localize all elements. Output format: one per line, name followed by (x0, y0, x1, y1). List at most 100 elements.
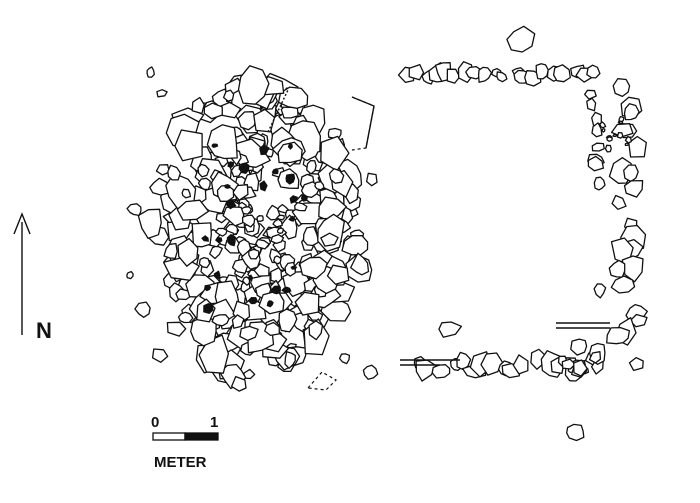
wall-stone-east (623, 103, 640, 121)
stone (181, 188, 192, 199)
stone-outlier (308, 320, 324, 341)
stone (265, 204, 281, 221)
wall-stone-north (586, 64, 601, 79)
scale-segment-white (152, 432, 186, 441)
pebble (599, 121, 607, 129)
stone (222, 206, 245, 227)
scale-segment-black (184, 432, 219, 441)
pebble (604, 144, 612, 153)
wall-stone-east-inner (591, 142, 605, 152)
stone-shaded (287, 143, 293, 150)
stone-outlier (151, 348, 169, 363)
stone (277, 86, 309, 109)
wall-stone-north (535, 63, 549, 80)
outline-stone-large (351, 96, 375, 149)
stone-shaded (271, 168, 279, 175)
stone (198, 256, 211, 269)
stone (248, 248, 260, 260)
wall-stone-south (512, 354, 529, 375)
stone-shaded (281, 286, 292, 294)
stone (264, 321, 280, 337)
stone (239, 325, 259, 342)
stone (231, 314, 245, 329)
stone-outlier (362, 364, 379, 380)
stone-outlier (126, 270, 134, 280)
stone (222, 89, 235, 102)
stone (276, 203, 290, 214)
wall-stone-detached (506, 25, 536, 53)
stone (243, 368, 256, 380)
stone (314, 181, 325, 191)
stone-shaded (259, 144, 270, 156)
stone-shaded (289, 195, 299, 204)
stone (299, 256, 328, 280)
dashed-outline-south (306, 371, 337, 391)
stone (273, 255, 282, 265)
stone (203, 102, 223, 120)
wall-stone-east-inner (584, 89, 597, 100)
stone (241, 214, 256, 228)
wall-stone-north (496, 71, 508, 83)
pebble (606, 136, 613, 142)
stone-shaded (259, 180, 268, 192)
stone-shaded (238, 162, 250, 175)
stone (278, 308, 298, 333)
stone (211, 314, 230, 327)
scale-bar: 0 1 METER (151, 414, 219, 471)
pebble (624, 142, 629, 147)
pebble (618, 120, 623, 125)
stone-outlier (365, 172, 378, 187)
stone (328, 168, 345, 184)
wall-stone-east (612, 78, 631, 98)
linear-features (267, 89, 610, 391)
wall-stone-east-inner (586, 97, 597, 112)
wall-stone-east-inner (593, 176, 606, 191)
stone (206, 124, 238, 160)
stone (294, 291, 320, 316)
north-label: N (36, 318, 52, 343)
stone-outlier (126, 203, 142, 217)
stone (341, 235, 369, 256)
stone-outlier (326, 264, 350, 285)
stone (272, 218, 283, 228)
wall-stone-east (623, 180, 644, 198)
stone-shaded (266, 300, 274, 308)
stone (176, 199, 210, 221)
wall-stone-east-inner (591, 122, 603, 138)
pebble (612, 133, 618, 138)
stone (284, 261, 297, 277)
stone-scatter-west (126, 65, 379, 392)
stone (197, 177, 211, 191)
stone-shaded (204, 284, 212, 292)
stone (276, 227, 284, 234)
stone-outlier (320, 232, 339, 247)
wall-stone-north (477, 66, 493, 83)
wall-stone-detached (566, 423, 585, 442)
wall-edge-line-se (556, 322, 610, 329)
stone-shaded (247, 296, 259, 305)
stone (306, 159, 317, 175)
wall-stone-east (629, 313, 648, 328)
stone-shaded (300, 194, 308, 202)
dashed-outline-stone (351, 96, 375, 151)
stone (174, 129, 203, 162)
wall-stone-east (621, 255, 644, 283)
stone (284, 351, 296, 369)
pebble (618, 115, 625, 123)
wall-stone-south (431, 364, 451, 379)
wall-stone-rubble (570, 338, 588, 356)
wall-stone-north (446, 68, 461, 84)
stone-shaded (224, 183, 231, 189)
north-arrow: N (13, 212, 52, 343)
stone-shaded (201, 235, 209, 242)
stone-outlier (156, 89, 168, 98)
stone-shaded (290, 265, 298, 270)
wall-stone-rubble (588, 351, 602, 364)
wall-stone-east (610, 123, 634, 138)
stone (216, 184, 235, 202)
stone (166, 321, 187, 337)
stone-outlier (350, 252, 370, 276)
stone (256, 215, 264, 223)
stone (320, 135, 350, 172)
wall-stone-east (628, 356, 644, 372)
